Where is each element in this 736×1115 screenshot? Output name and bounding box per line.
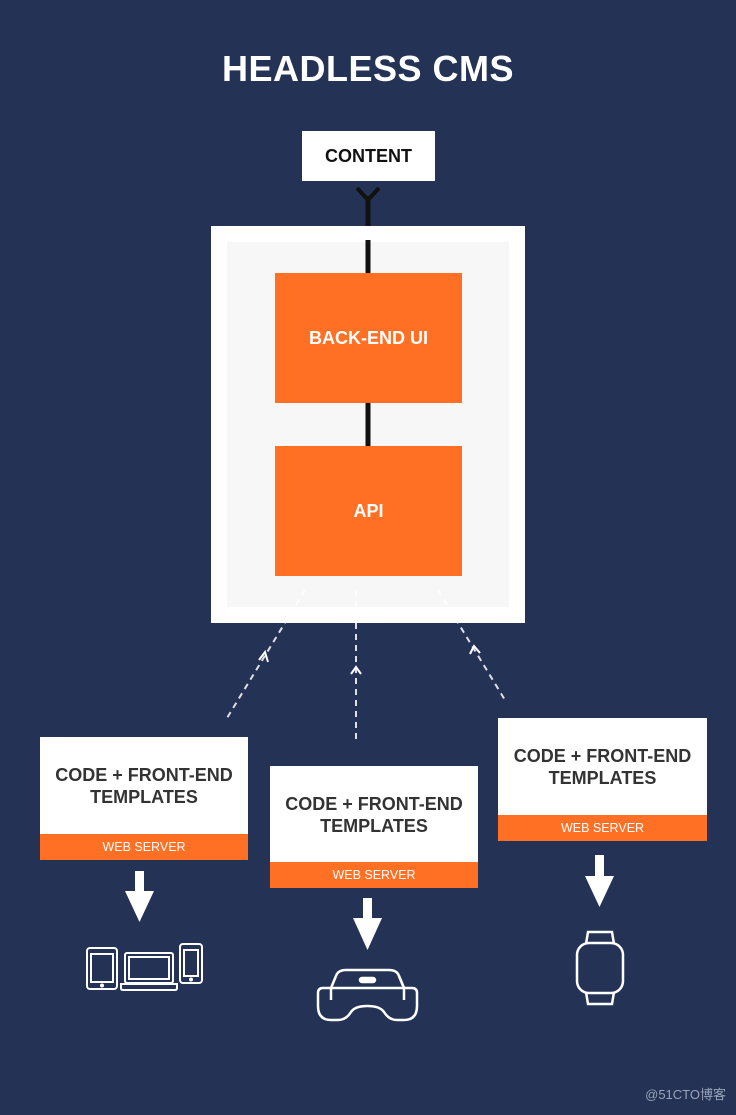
api-link-right-arrow (469, 644, 481, 655)
web-server-label-2: WEB SERVER (270, 862, 478, 888)
laptop-icon (120, 952, 178, 991)
vr-headset-icon (316, 968, 419, 1022)
frontend-card-1-text: CODE + FRONT-END TEMPLATES (55, 765, 233, 807)
api-link-left (226, 589, 306, 719)
diagram-title: HEADLESS CMS (221, 48, 515, 89)
phone-icon (179, 943, 203, 984)
api-link-left-arrow (258, 649, 269, 663)
down-arrow-left (125, 871, 154, 922)
frontend-card-1: CODE + FRONT-END TEMPLATES WEB SERVER (40, 737, 248, 860)
tablet-icon (86, 947, 118, 990)
frontend-card-2: CODE + FRONT-END TEMPLATES WEB SERVER (270, 766, 478, 888)
web-server-label-3: WEB SERVER (498, 815, 707, 841)
backend-ui-box: BACK-END UI (275, 273, 462, 403)
api-link-right (437, 589, 506, 701)
frontend-card-3: CODE + FRONT-END TEMPLATES WEB SERVER (498, 718, 707, 841)
frontend-card-3-text: CODE + FRONT-END TEMPLATES (513, 746, 692, 788)
api-link-center-arrow (350, 665, 362, 675)
frontend-card-2-text: CODE + FRONT-END TEMPLATES (285, 794, 463, 836)
down-arrow-center (353, 898, 382, 950)
down-arrow-right (585, 855, 614, 907)
watermark: @51CTO博客 (645, 1087, 726, 1102)
web-server-label-1: WEB SERVER (40, 834, 248, 860)
api-box: API (275, 446, 462, 576)
content-box: CONTENT (302, 131, 435, 181)
content-arrowhead (355, 186, 381, 203)
smartwatch-icon (575, 930, 625, 1006)
